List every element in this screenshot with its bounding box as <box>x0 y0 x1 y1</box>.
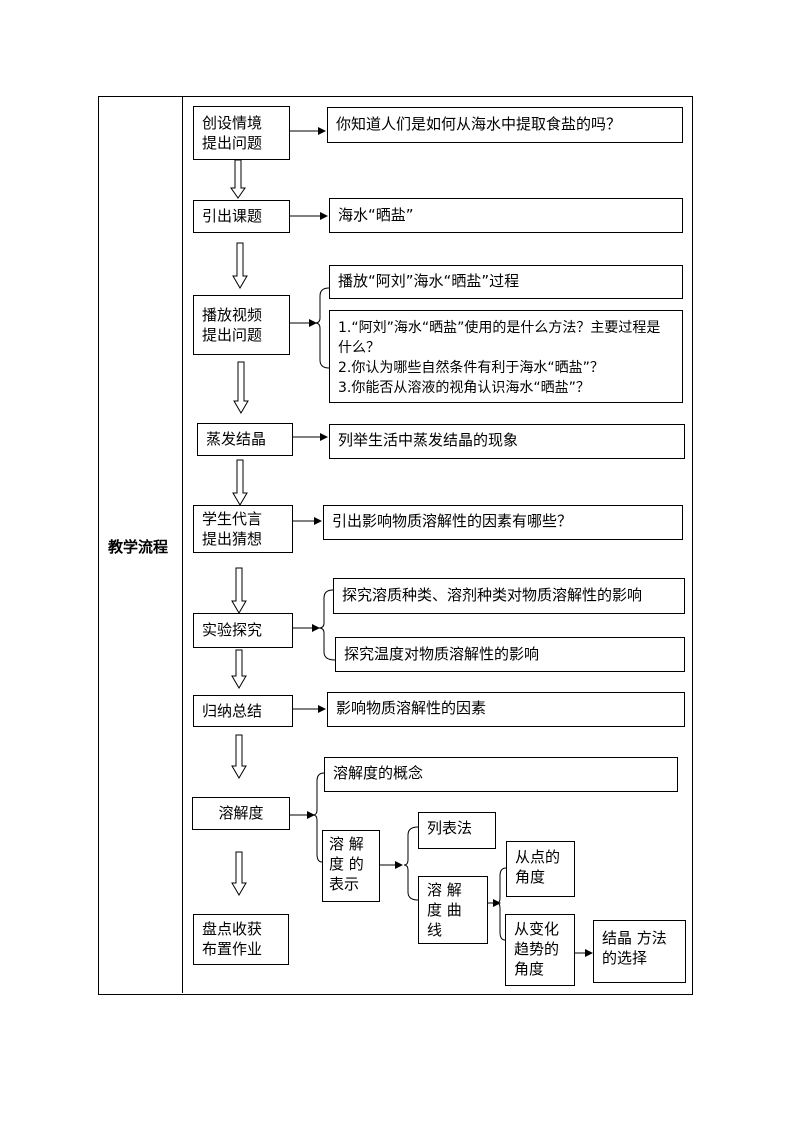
factors-box: 影响物质溶解性的因素 <box>327 692 685 727</box>
row-label: 教学流程 <box>108 538 169 556</box>
brace <box>318 589 336 661</box>
topic-box: 海水“晒盐” <box>329 198 683 233</box>
trend-view-box: 从变化 趋势的 角度 <box>505 914 575 986</box>
brace <box>314 287 330 369</box>
solubility-curve-box: 溶 解 度 曲 线 <box>418 876 488 944</box>
brace <box>496 867 507 941</box>
brace <box>403 826 419 901</box>
step-review-homework: 盘点收获 布置作业 <box>193 914 289 965</box>
table-border <box>98 96 693 995</box>
step-play-video: 播放视频 提出问题 <box>193 295 290 355</box>
step-experiment: 实验探究 <box>193 613 293 648</box>
crystallization-method-box: 结晶 方法 的选择 <box>593 920 686 983</box>
temperature-box: 探究温度对物质溶解性的影响 <box>335 637 685 672</box>
step-solubility: 溶解度 <box>192 797 290 830</box>
step-student-guess: 学生代言 提出猜想 <box>193 505 293 553</box>
solubility-concept-box: 溶解度的概念 <box>324 757 678 792</box>
video-box: 播放“阿刘”海水“晒盐”过程 <box>329 265 683 299</box>
step-create-situation: 创设情境 提出问题 <box>193 106 290 160</box>
hollow-down-arrows <box>230 159 249 896</box>
factors-question-box: 引出影响物质溶解性的因素有哪些？ <box>323 505 683 540</box>
point-view-box: 从点的 角度 <box>506 841 575 897</box>
step-introduce-topic: 引出课题 <box>193 200 290 233</box>
table-method-box: 列表法 <box>418 812 496 849</box>
column-divider <box>182 96 183 993</box>
step-summary: 归纳总结 <box>193 695 293 727</box>
evaporation-examples-box: 列举生活中蒸发结晶的现象 <box>329 424 685 459</box>
step-evaporation: 蒸发结晶 <box>197 423 293 456</box>
solubility-representation-box: 溶 解 度 的 表示 <box>322 830 380 902</box>
video-questions-box: 1.“阿刘”海水“晒盐”使用的是什么方法？主要过程是什么？ 2.你认为哪些自然条… <box>329 310 683 403</box>
solute-solvent-box: 探究溶质种类、溶剂种类对物质溶解性的影响 <box>333 578 685 614</box>
brace <box>312 772 325 863</box>
question-box: 你知道人们是如何从海水中提取食盐的吗？ <box>327 107 683 143</box>
